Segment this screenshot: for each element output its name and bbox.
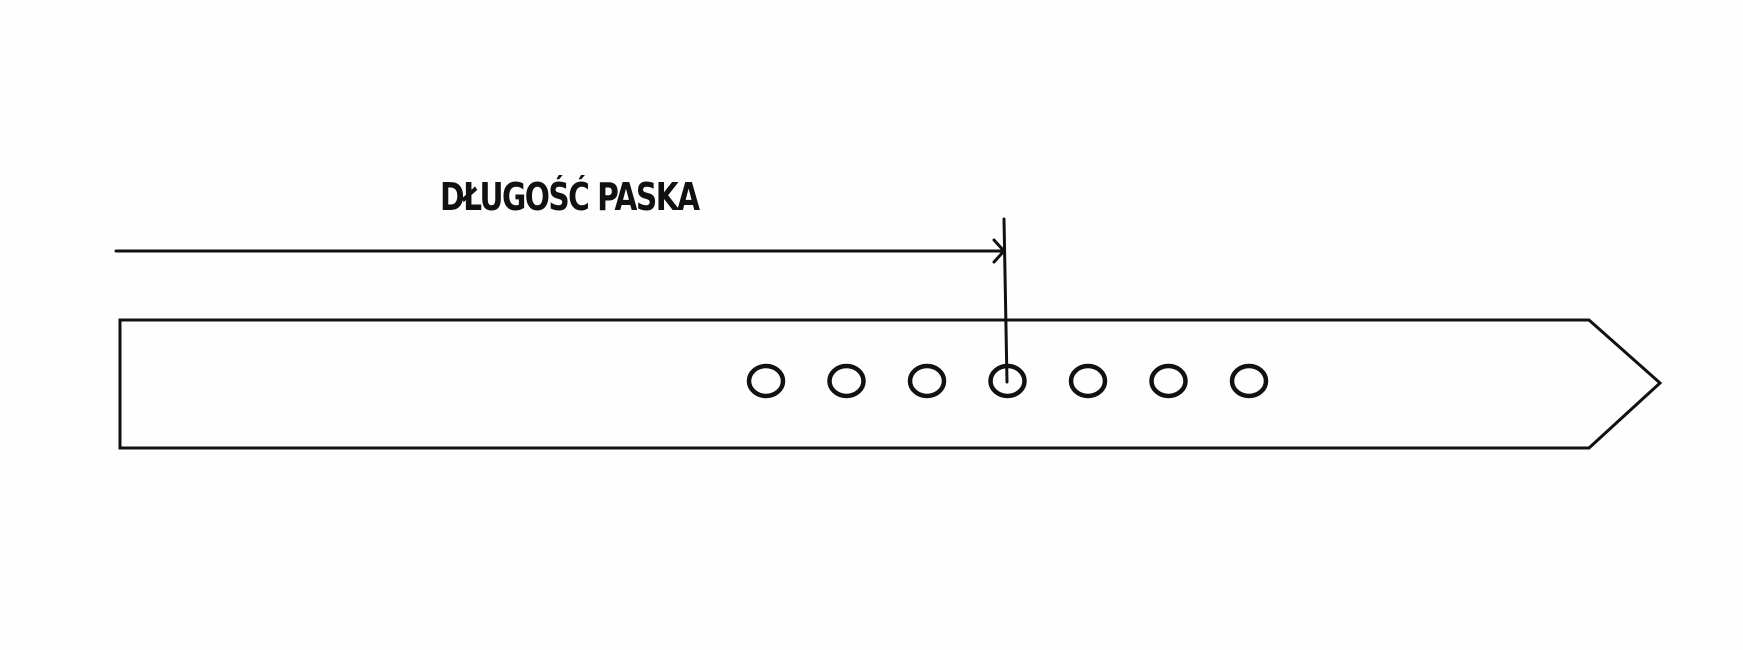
belt-hole-4	[988, 363, 1027, 399]
belt-hole-7	[1229, 363, 1269, 399]
belt-outline	[118, 318, 1663, 450]
measure-marker-line	[1002, 217, 1009, 384]
belt-hole-1	[746, 363, 786, 399]
belt-holes	[746, 363, 1269, 399]
belt-hole-2	[827, 363, 866, 399]
belt-hole-3	[907, 363, 947, 399]
belt-length-label: DŁUGOŚĆ PASKA	[440, 175, 700, 219]
belt-hole-5	[1068, 363, 1108, 399]
belt-hole-6	[1149, 363, 1188, 399]
